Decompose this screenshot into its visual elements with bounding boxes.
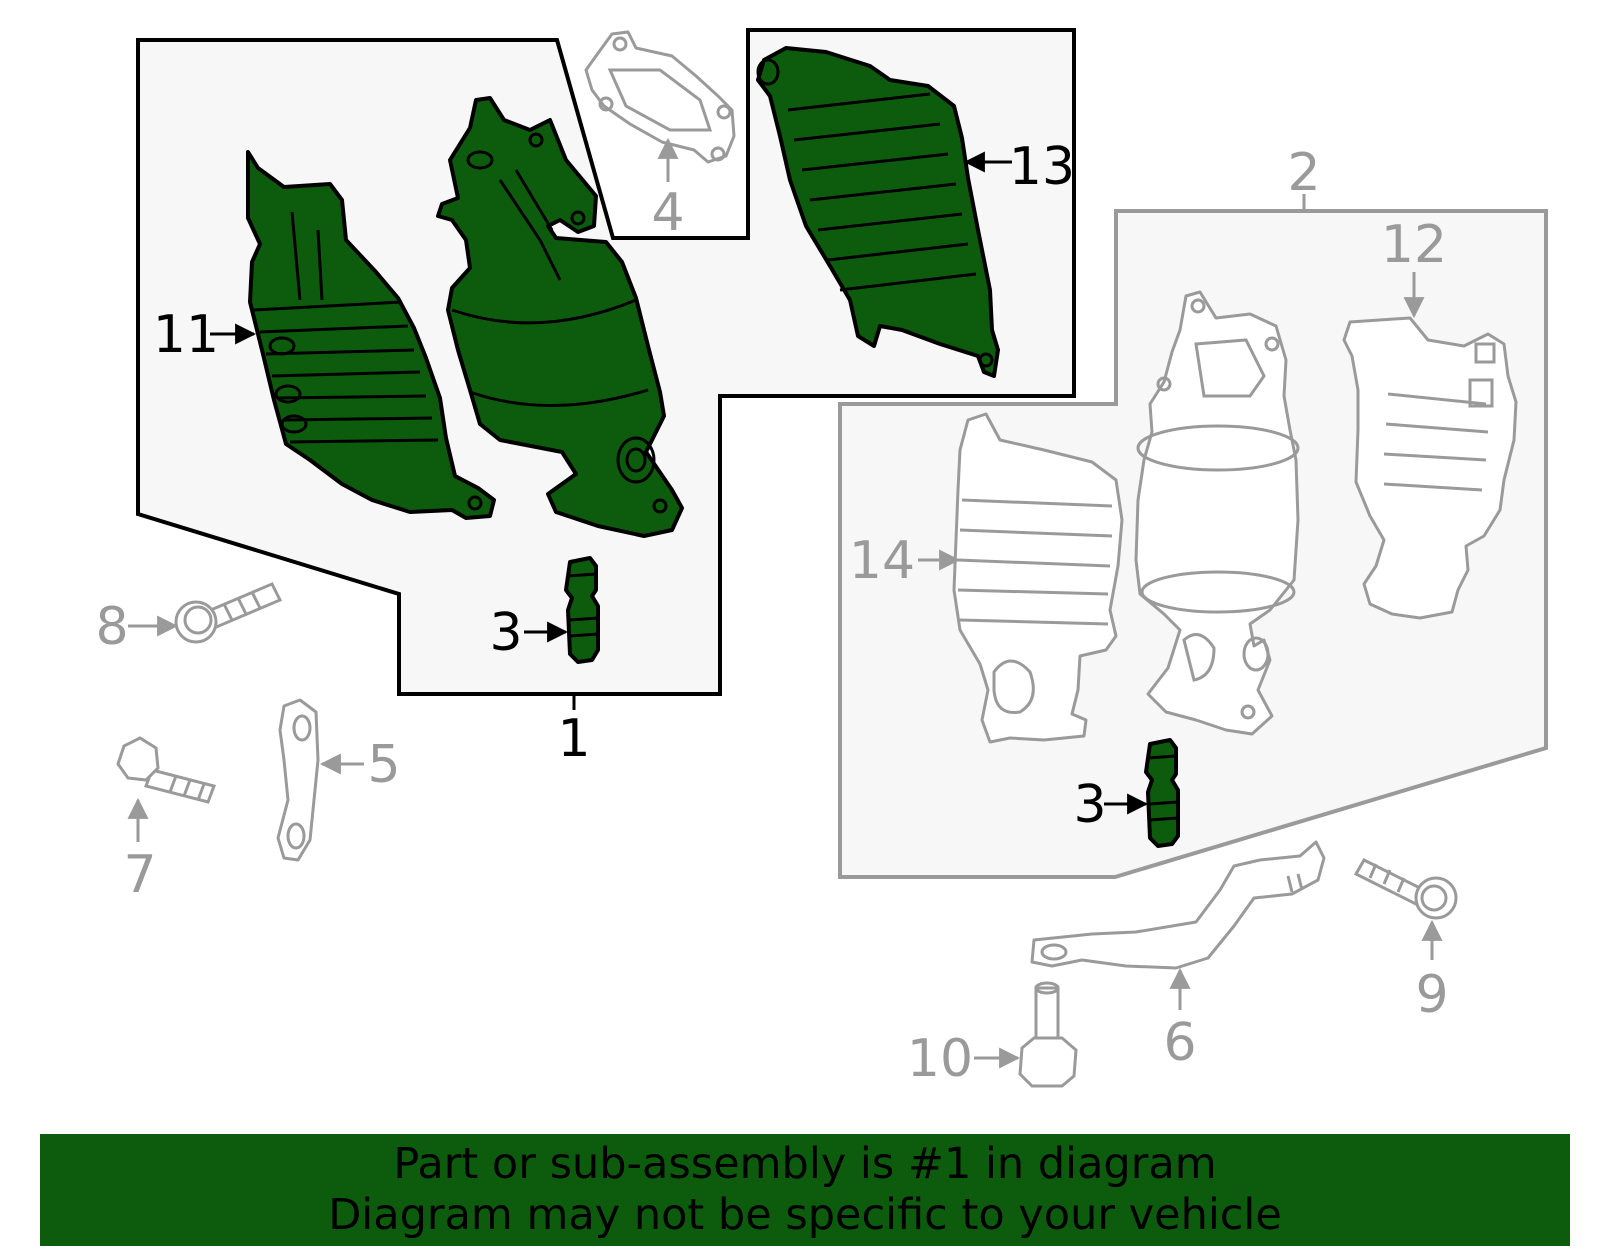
callout-3-b: 3 xyxy=(1073,775,1106,835)
oxygen-sensor-part-3-a[interactable] xyxy=(564,556,600,664)
bolt-part-7[interactable] xyxy=(116,736,216,804)
callout-7: 7 xyxy=(123,845,156,905)
leader-lines xyxy=(127,137,1443,1069)
callout-11: 11 xyxy=(153,305,219,365)
bolt-part-8[interactable] xyxy=(174,582,283,644)
heat-shield-part-11[interactable] xyxy=(246,150,496,520)
info-banner: Part or sub-assembly is #1 in diagram Di… xyxy=(40,1134,1570,1246)
callout-14: 14 xyxy=(849,531,915,591)
callout-3-a: 3 xyxy=(489,603,522,663)
parts-diagram: 1 2 3 3 4 5 6 7 8 9 10 11 12 13 14 xyxy=(95,28,1548,1089)
banner-line-2: Diagram may not be specific to your vehi… xyxy=(328,1190,1282,1240)
callout-12: 12 xyxy=(1381,215,1447,275)
gasket-part-4[interactable] xyxy=(584,30,736,164)
callout-2: 2 xyxy=(1287,143,1320,203)
callout-13: 13 xyxy=(1009,137,1075,197)
callout-10: 10 xyxy=(907,1029,973,1089)
heat-shield-part-12[interactable] xyxy=(1342,316,1518,620)
callout-4: 4 xyxy=(651,183,684,243)
bolt-part-10[interactable] xyxy=(1018,981,1078,1088)
heat-shield-part-13[interactable] xyxy=(756,46,1000,378)
callout-8: 8 xyxy=(95,597,128,657)
oxygen-sensor-part-3-b[interactable] xyxy=(1144,738,1180,848)
bolt-part-9[interactable] xyxy=(1353,858,1458,920)
heat-shield-part-14[interactable] xyxy=(952,412,1124,744)
bracket-part-6[interactable] xyxy=(1030,840,1326,970)
bracket-part-5[interactable] xyxy=(276,698,320,862)
catalytic-converter-part-1[interactable] xyxy=(436,96,684,538)
callout-9: 9 xyxy=(1415,965,1448,1025)
callout-1: 1 xyxy=(557,709,590,769)
banner-line-1: Part or sub-assembly is #1 in diagram xyxy=(393,1139,1217,1189)
callout-5: 5 xyxy=(367,735,400,795)
callout-6: 6 xyxy=(1163,1013,1196,1073)
catalytic-converter-part-2[interactable] xyxy=(1134,290,1300,736)
